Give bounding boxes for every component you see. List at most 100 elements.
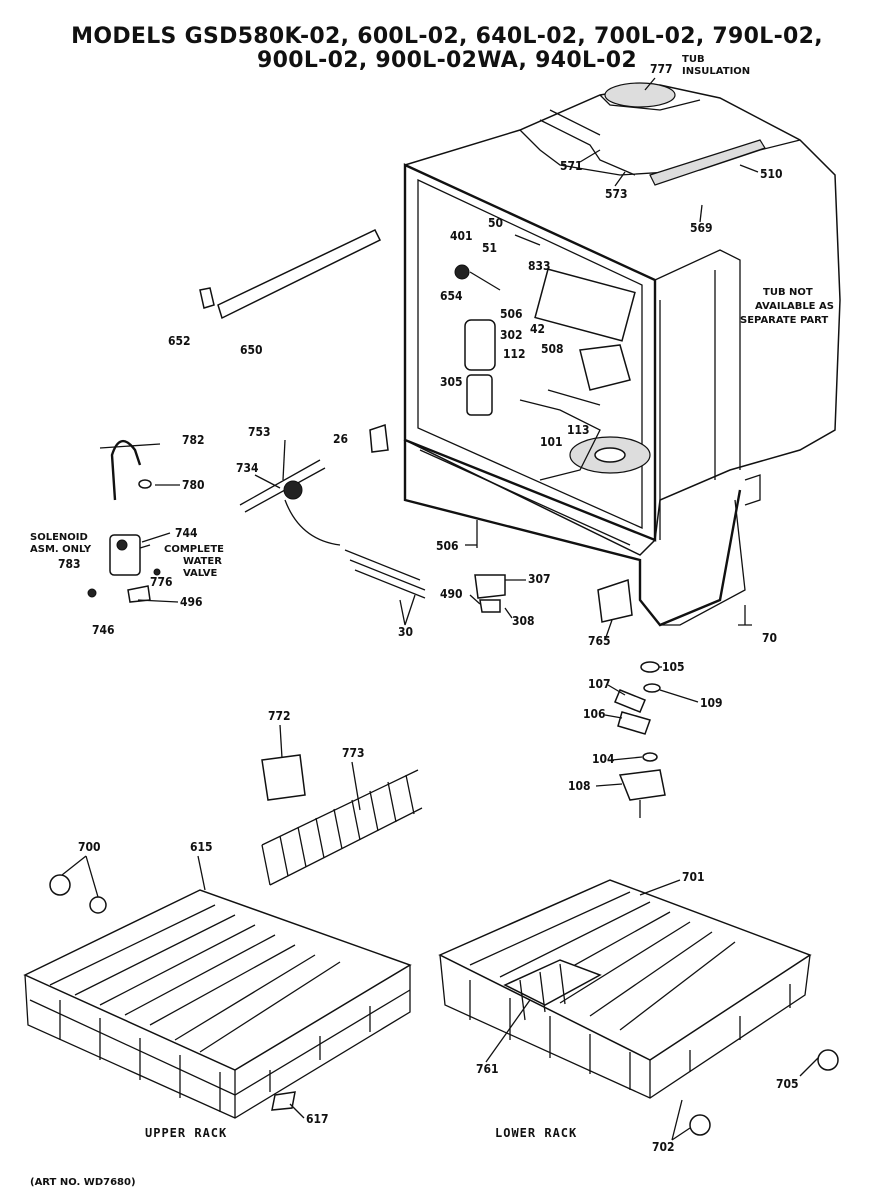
note-tub-insulation-2: INSULATION <box>682 66 750 77</box>
callout-782: 782 <box>182 433 205 447</box>
silverware-basket-761 <box>503 959 602 1006</box>
callout-305: 305 <box>440 375 463 389</box>
tub-assembly <box>403 82 841 627</box>
callout-777: 777 <box>650 62 673 76</box>
detergent-module <box>534 268 636 342</box>
line-734 <box>239 459 321 506</box>
callout-108: 108 <box>568 779 591 793</box>
note-complete-3: VALVE <box>183 568 218 579</box>
callout-506b: 506 <box>436 539 459 553</box>
caption-upper-rack: UPPER RACK <box>145 1126 227 1140</box>
diagram-title-line-1: MODELS GSD580K-02, 600L-02, 640L-02, 700… <box>71 24 823 49</box>
hose-782 <box>110 440 142 501</box>
part-308 <box>479 599 501 613</box>
heater-30 <box>344 549 421 581</box>
callout-734: 734 <box>236 461 259 475</box>
callout-490: 490 <box>440 587 463 601</box>
callout-652: 652 <box>168 334 191 348</box>
callout-833: 833 <box>528 259 551 273</box>
callout-496: 496 <box>180 595 203 609</box>
callout-761: 761 <box>476 1062 499 1076</box>
wheel-705 <box>817 1049 839 1071</box>
callout-50: 50 <box>488 216 503 230</box>
callout-307: 307 <box>528 572 551 586</box>
callout-776: 776 <box>150 575 173 589</box>
callout-506a: 506 <box>500 307 523 321</box>
diagram-title-line-2: 900L-02, 900L-02WA, 940L-02 <box>257 48 637 73</box>
clip-700b <box>89 896 107 914</box>
fitting-734 <box>283 480 303 500</box>
leg-70 <box>738 605 752 626</box>
callout-106: 106 <box>583 707 606 721</box>
callout-112: 112 <box>503 347 526 361</box>
callout-617: 617 <box>306 1112 329 1126</box>
callout-109: 109 <box>700 696 723 710</box>
basket-508 <box>579 344 631 391</box>
callout-702: 702 <box>652 1140 675 1154</box>
clamp-780 <box>138 479 152 489</box>
note-solenoid-1: SOLENOID <box>30 532 88 543</box>
tub-insulation-pad <box>604 82 676 108</box>
door-rail-assembly <box>199 229 382 320</box>
callout-105: 105 <box>662 660 685 674</box>
callout-573: 573 <box>605 187 628 201</box>
note-tub-not-2: AVAILABLE AS <box>755 301 834 312</box>
art-number: (ART NO. WD7680) <box>30 1177 136 1188</box>
rail-650 <box>217 229 382 320</box>
callout-700: 700 <box>78 840 101 854</box>
callout-510: 510 <box>760 167 783 181</box>
callout-42: 42 <box>530 322 545 336</box>
leader-lines <box>61 77 819 1141</box>
callout-753: 753 <box>248 425 271 439</box>
wheel-702 <box>689 1114 711 1136</box>
callout-701: 701 <box>682 870 705 884</box>
callout-104: 104 <box>592 752 615 766</box>
motor-302 <box>464 319 496 371</box>
callout-650: 650 <box>240 343 263 357</box>
caption-lower-rack: LOWER RACK <box>495 1126 577 1140</box>
callout-30: 30 <box>398 625 413 639</box>
part-772 <box>261 754 306 801</box>
part-617 <box>271 1091 296 1111</box>
rack-insert-773 <box>261 769 423 886</box>
callout-401: 401 <box>450 229 473 243</box>
tub-front-frame <box>403 163 657 542</box>
callout-780: 780 <box>182 478 205 492</box>
callout-70: 70 <box>762 631 777 645</box>
callout-654: 654 <box>440 289 463 303</box>
water-valve <box>87 534 161 603</box>
note-solenoid-2: ASM. ONLY <box>30 544 92 555</box>
callout-113: 113 <box>567 423 590 437</box>
callout-508: 508 <box>541 342 564 356</box>
clip-700a <box>49 874 71 896</box>
clip-652 <box>199 287 215 309</box>
callout-765: 765 <box>588 634 611 648</box>
note-complete-1: COMPLETE <box>164 544 224 555</box>
callout-773: 773 <box>342 746 365 760</box>
drain-parts-stack <box>614 661 666 818</box>
callout-308: 308 <box>512 614 535 628</box>
callout-783: 783 <box>58 557 81 571</box>
callout-26: 26 <box>333 432 348 446</box>
note-tub-insulation-1: TUB <box>682 54 705 65</box>
bracket-26 <box>369 423 389 453</box>
callout-107: 107 <box>588 677 611 691</box>
callout-744: 744 <box>175 526 198 540</box>
screw-746 <box>87 588 97 598</box>
part-307 <box>474 574 506 599</box>
callout-615: 615 <box>190 840 213 854</box>
lower-rack <box>438 879 812 1099</box>
callout-705: 705 <box>776 1077 799 1091</box>
callout-571: 571 <box>560 159 583 173</box>
note-tub-not-3: SEPARATE PART <box>740 315 828 326</box>
callout-labels: 777 TUB INSULATION 571 573 510 569 TUB N… <box>30 54 834 1154</box>
screw-776 <box>153 568 161 576</box>
upper-rack <box>23 889 412 1119</box>
callout-302: 302 <box>500 328 523 342</box>
callout-51: 51 <box>482 241 497 255</box>
callout-569: 569 <box>690 221 713 235</box>
part-765 <box>597 578 633 623</box>
note-complete-2: WATER <box>183 556 222 567</box>
upper-spray-arm <box>649 139 766 186</box>
